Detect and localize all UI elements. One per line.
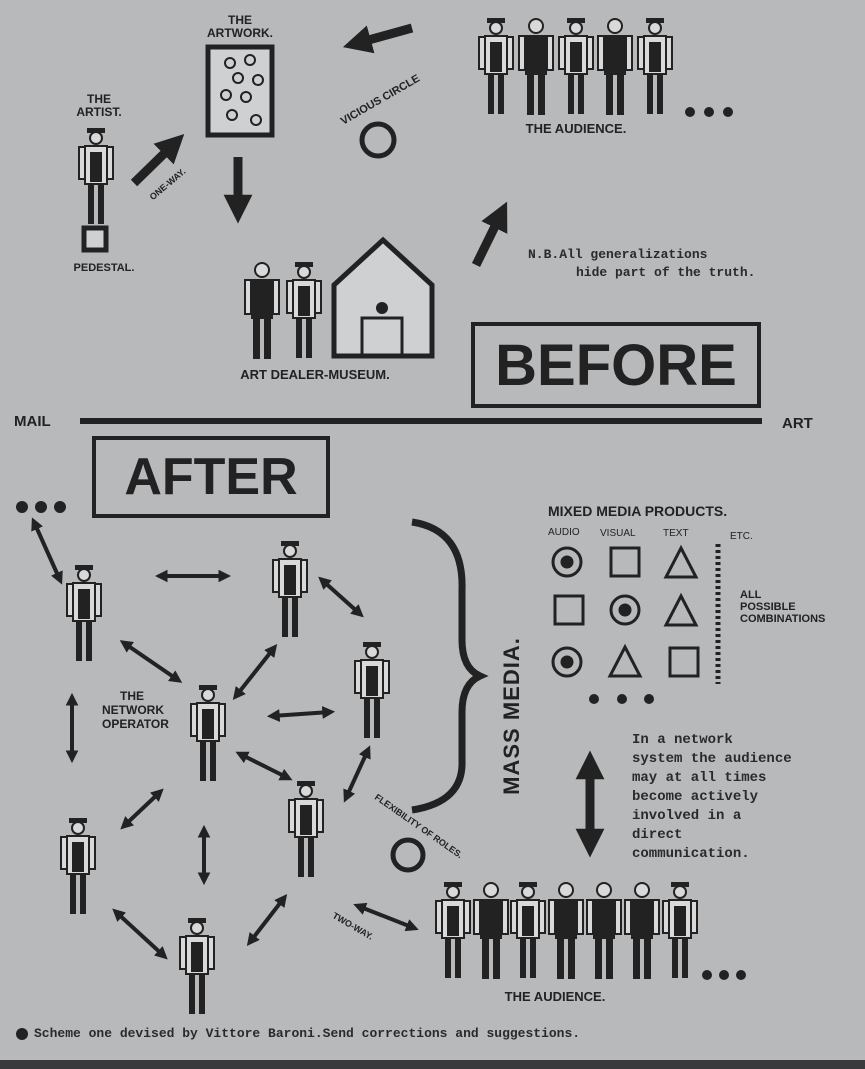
footer-edge bbox=[0, 1060, 865, 1069]
pedestal bbox=[84, 228, 106, 250]
flexibility-circle-ring bbox=[393, 840, 423, 870]
mass-media-label: MASS MEDIA. bbox=[499, 631, 531, 801]
nb-note-line2: hide part of the truth. bbox=[576, 264, 755, 282]
network-paragraph-line2: system the audience bbox=[632, 751, 792, 767]
network-people bbox=[61, 541, 389, 1014]
col-visual-label: VISUAL bbox=[600, 527, 636, 540]
network-paragraph-line1: In a network bbox=[632, 732, 733, 748]
network-operator-label-1: THE bbox=[120, 690, 144, 703]
dealer-museum-label: ART DEALER-MUSEUM. bbox=[210, 368, 420, 381]
footer-bullet bbox=[16, 1028, 28, 1040]
nb-note-line1: N.B.All generalizations bbox=[528, 246, 707, 264]
pedestal-label: PEDESTAL. bbox=[66, 262, 142, 275]
divider-art-label: ART bbox=[782, 417, 813, 430]
arrow-dealer-to-audience bbox=[476, 212, 502, 265]
artist-figure bbox=[79, 128, 113, 224]
after-audience-label: THE AUDIENCE. bbox=[470, 990, 640, 1003]
artwork-frame bbox=[208, 47, 272, 135]
col-text-label: TEXT bbox=[663, 527, 689, 540]
mixed-media-grid bbox=[553, 544, 718, 684]
col-audio-label: AUDIO bbox=[548, 526, 580, 539]
network-operator-label-2: NETWORK bbox=[102, 704, 164, 717]
mixed-media-ellipsis bbox=[589, 694, 654, 704]
network-paragraph-line5: involved in a bbox=[632, 808, 741, 824]
museum-building bbox=[334, 240, 432, 356]
combinations-line3: COMBINATIONS bbox=[740, 613, 825, 626]
network-paragraph-line4: become actively bbox=[632, 789, 758, 805]
mixed-media-title: MIXED MEDIA PRODUCTS. bbox=[548, 505, 727, 518]
mass-media-brace bbox=[412, 522, 480, 810]
arrow-audience-to-artwork bbox=[354, 28, 412, 44]
artwork-label: THE ARTWORK. bbox=[204, 14, 276, 40]
before-title: BEFORE bbox=[471, 322, 761, 408]
network-paragraph-line6: direct bbox=[632, 827, 682, 843]
before-audience-figures bbox=[479, 18, 733, 117]
dealer-figures bbox=[245, 262, 321, 359]
network-paragraph-line3: may at all times bbox=[632, 770, 766, 786]
after-title: AFTER bbox=[92, 436, 330, 518]
before-audience-label: THE AUDIENCE. bbox=[496, 122, 656, 135]
network-paragraph-line7: communication. bbox=[632, 846, 750, 862]
vicious-circle-ring bbox=[362, 124, 394, 156]
divider-mail-label: MAIL bbox=[14, 415, 51, 428]
after-ellipsis-top bbox=[16, 501, 66, 513]
footer-note: Scheme one devised by Vittore Baroni.Sen… bbox=[34, 1026, 580, 1041]
after-audience-figures bbox=[436, 882, 746, 980]
col-etc-label: ETC. bbox=[730, 530, 753, 543]
network-operator-label-3: OPERATOR bbox=[102, 718, 169, 731]
artist-label-line2: ARTIST. bbox=[66, 106, 132, 119]
